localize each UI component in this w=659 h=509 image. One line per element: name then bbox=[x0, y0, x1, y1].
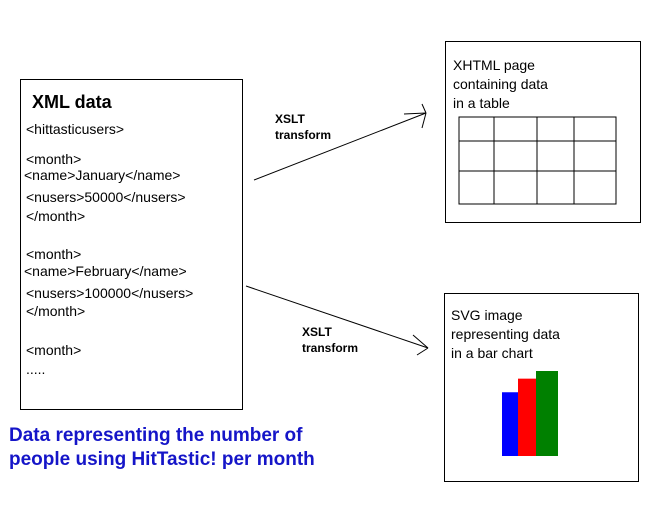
bar-blue bbox=[502, 392, 519, 456]
arrow-to-xhtml bbox=[253, 103, 427, 181]
xml-line-nusers-1: <nusers>50000</nusers> bbox=[26, 189, 186, 205]
xml-line-nusers-2: <nusers>100000</nusers> bbox=[26, 285, 194, 301]
xml-line-name-2: <name>February</name> bbox=[24, 263, 187, 279]
bar-red bbox=[518, 378, 537, 456]
xml-data-box bbox=[20, 79, 243, 410]
xslt-label-bottom-line1: XSLT bbox=[302, 325, 332, 339]
svg-label-line2: representing data bbox=[451, 326, 560, 342]
xml-line-month-close-2: </month> bbox=[26, 303, 86, 319]
xslt-label-top-line2: transform bbox=[275, 128, 332, 142]
xml-line-month-close-1: </month> bbox=[26, 208, 86, 224]
svg-label-line1: SVG image bbox=[451, 307, 523, 323]
xhtml-label-line1: XHTML page bbox=[453, 57, 535, 73]
caption-line1: Data representing the number of bbox=[9, 425, 303, 446]
bar-chart-icon bbox=[502, 371, 558, 456]
xml-line-root: <hittasticusers> bbox=[26, 121, 125, 137]
caption-line2: people using HitTastic! per month bbox=[9, 449, 315, 470]
arrow-to-svg bbox=[245, 285, 429, 356]
svg-label-line3: in a bar chart bbox=[451, 345, 533, 361]
xslt-label-top-line1: XSLT bbox=[275, 112, 305, 126]
xml-line-month-open-2: <month> bbox=[26, 246, 82, 262]
xhtml-page-box bbox=[445, 41, 641, 223]
xhtml-label-line2: containing data bbox=[453, 76, 548, 92]
xml-line-ellipsis: ..... bbox=[26, 361, 46, 377]
bar-green bbox=[536, 371, 558, 456]
xml-line-name-1: <name>January</name> bbox=[24, 167, 181, 183]
xhtml-label-line3: in a table bbox=[453, 95, 510, 111]
xml-data-title: XML data bbox=[32, 92, 112, 112]
table-grid-icon bbox=[458, 116, 617, 205]
xml-line-month-open-3: <month> bbox=[26, 342, 82, 358]
xml-line-month-open-1: <month> bbox=[26, 151, 82, 167]
xslt-label-bottom-line2: transform bbox=[302, 341, 359, 355]
